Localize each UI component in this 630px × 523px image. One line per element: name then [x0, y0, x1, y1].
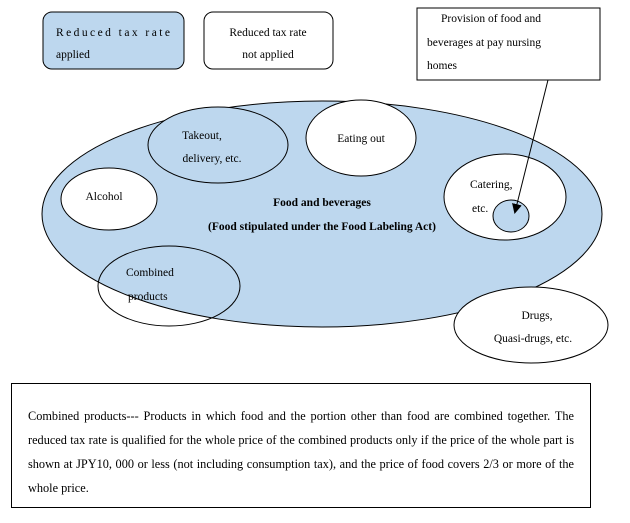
legend-not-applied-box	[203, 11, 334, 70]
legend-applied-line1: Reduced tax rate	[56, 27, 170, 39]
combined-products-line1: Combined	[126, 267, 174, 279]
eating-out-ellipse	[305, 99, 417, 177]
legend-applied-line2: applied	[56, 49, 90, 61]
drugs-line1: Drugs,	[522, 310, 553, 322]
catering-line1: Catering,	[470, 179, 513, 191]
legend-not-applied-line1: Reduced tax rate	[229, 27, 306, 39]
catering-line2: etc.	[472, 203, 488, 215]
food-and-beverages-title: Food and beverages	[273, 197, 371, 209]
callout-line1: Provision of food and	[441, 13, 541, 25]
combined-products-note: Combined products--- Products in which f…	[11, 383, 591, 508]
eating-out-label: Eating out	[337, 133, 385, 145]
legend-applied-box	[42, 11, 185, 70]
combined-products-line2: products	[128, 291, 168, 303]
nursing-home-meal-circle	[492, 199, 530, 233]
alcohol-label: Alcohol	[85, 191, 122, 203]
food-and-beverages-subtitle: (Food stipulated under the Food Labeling…	[208, 221, 436, 233]
drugs-line2: Quasi-drugs, etc.	[494, 333, 572, 345]
takeout-ellipse	[147, 106, 289, 184]
combined-products-ellipse	[97, 245, 241, 327]
callout-line2: beverages at pay nursing	[427, 37, 541, 49]
tax-rate-diagram: Reduced tax rate applied Reduced tax rat…	[41, 7, 609, 364]
drugs-ellipse	[453, 286, 609, 364]
takeout-line2: delivery, etc.	[183, 153, 242, 165]
legend-not-applied-line2: not applied	[242, 49, 294, 61]
catering-ellipse	[443, 153, 567, 241]
alcohol-ellipse	[60, 167, 158, 231]
nursing-home-callout-box	[416, 7, 601, 81]
callout-line3: homes	[427, 60, 458, 72]
takeout-line1: Takeout,	[182, 130, 222, 142]
callout-arrow	[512, 79, 549, 214]
